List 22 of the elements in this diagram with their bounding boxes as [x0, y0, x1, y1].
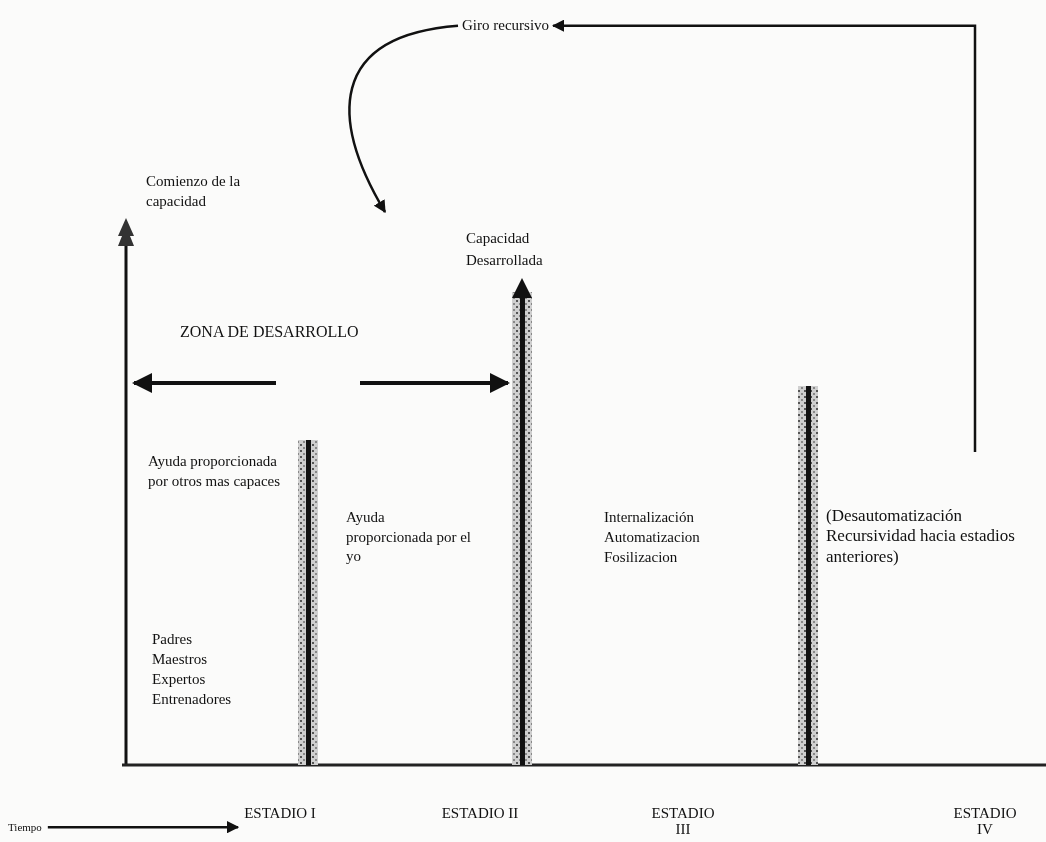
stage-label: ESTADIO III	[650, 806, 716, 838]
annotation-text: Padres	[152, 630, 192, 649]
annotation-text: Comienzo de la capacidad	[146, 172, 242, 211]
annotation-text: (Desautomatización Recursividad hacia estadios anteriores)	[826, 506, 1016, 568]
annotation-text: Ayuda proporcionada por el yo	[346, 508, 471, 566]
text-label: Tiempo	[8, 820, 42, 835]
annotation-text: Internalización	[604, 508, 694, 527]
zone-label: ZONA DE DESARROLLO	[180, 322, 359, 342]
arrow	[551, 19, 977, 452]
text-label: Giro recursivo	[462, 16, 550, 36]
arrow	[47, 820, 240, 834]
annotation-text: Maestros	[152, 650, 207, 669]
annotation-text: Expertos	[152, 670, 206, 689]
annotation-text: Fosilizacion	[604, 548, 678, 567]
annotation-text: Entrenadores	[152, 690, 232, 709]
stage-label: ESTADIO II	[440, 806, 520, 822]
arrow	[348, 24, 459, 214]
annotation-text: Capacidad Desarrollada	[466, 229, 544, 270]
stage-label: ESTADIO I	[240, 806, 320, 822]
annotation-text: Automatizacion	[604, 528, 700, 547]
annotation-text: Ayuda proporcionada por otros mas capaces	[148, 452, 282, 491]
stage-label: ESTADIO IV	[952, 806, 1018, 838]
